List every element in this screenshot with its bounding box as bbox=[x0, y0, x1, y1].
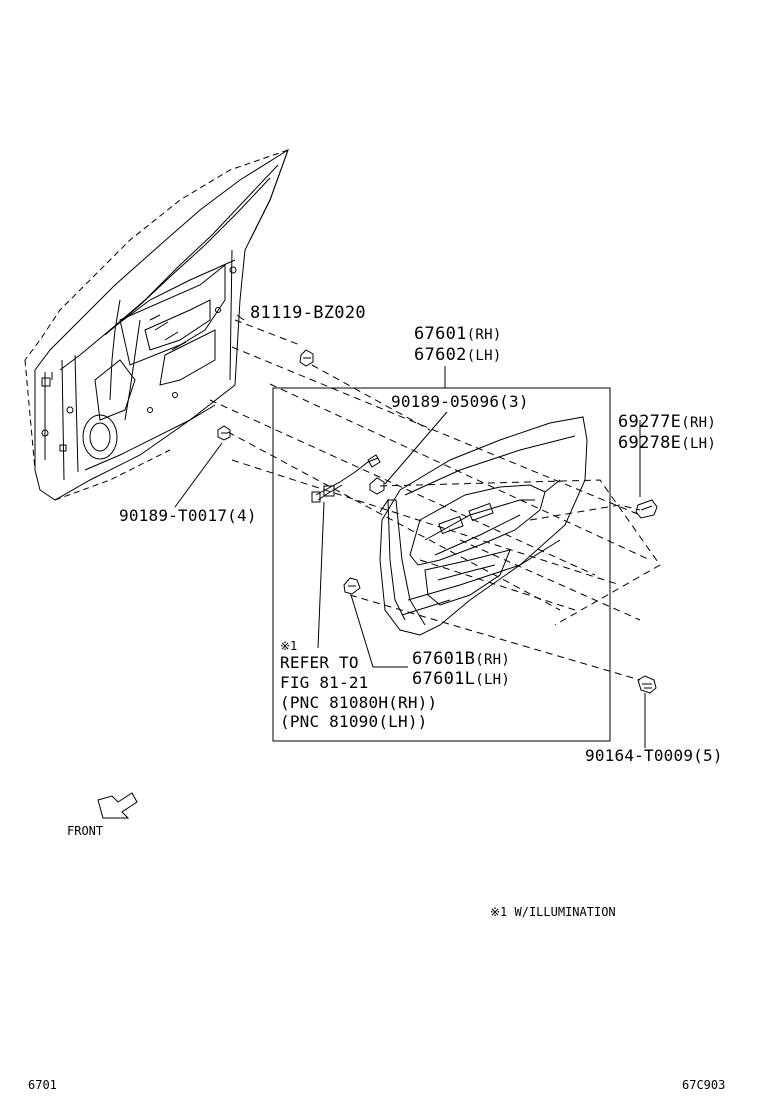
door-trim-board bbox=[379, 416, 588, 636]
detail-box bbox=[272, 387, 611, 742]
label-67601b-suffix: (RH) bbox=[475, 652, 511, 668]
leader-lines bbox=[174, 314, 646, 748]
label-67601-suffix: (RH) bbox=[466, 327, 502, 343]
pnc-rh-text: (PNC 81080H(RH)) bbox=[280, 693, 438, 712]
label-67602[interactable]: 67602(LH) bbox=[414, 347, 502, 364]
label-90189-05096[interactable]: 90189-05096(3) bbox=[391, 392, 529, 411]
front-arrow-icon bbox=[97, 792, 138, 819]
label-69278e[interactable]: 69278E(LH) bbox=[618, 435, 716, 452]
label-67601l-number: 67601L bbox=[412, 669, 476, 689]
label-67601l-suffix: (LH) bbox=[475, 672, 511, 688]
label-69278e-number: 69278E bbox=[618, 433, 682, 453]
label-69277e-number: 69277E bbox=[618, 412, 682, 432]
label-67601l[interactable]: 67601L(LH) bbox=[412, 671, 510, 688]
refer-to-text: REFER TO bbox=[280, 653, 359, 672]
label-69277e-suffix: (RH) bbox=[681, 415, 717, 431]
illumination-harness bbox=[311, 454, 381, 503]
label-67602-number: 67602 bbox=[414, 345, 467, 365]
illumination-note: ※1 W/ILLUMINATION bbox=[490, 905, 616, 919]
label-67602-suffix: (LH) bbox=[466, 348, 502, 364]
clip-90189-t0017-icon bbox=[217, 425, 231, 441]
label-67601b-number: 67601B bbox=[412, 649, 476, 669]
label-67601-number: 67601 bbox=[414, 324, 467, 344]
fig-reference-link[interactable]: FIG 81-21 bbox=[280, 673, 369, 692]
label-67601[interactable]: 67601(RH) bbox=[414, 326, 502, 343]
cap-69277e-icon bbox=[635, 499, 658, 519]
label-90164-t0009[interactable]: 90164-T0009(5) bbox=[585, 746, 723, 765]
front-label: FRONT bbox=[67, 824, 104, 838]
label-90189-t0017[interactable]: 90189-T0017(4) bbox=[119, 506, 257, 525]
door-outline-dashed bbox=[24, 149, 289, 501]
page-number-left: 6701 bbox=[28, 1078, 57, 1092]
door-frame bbox=[34, 148, 289, 501]
label-69278e-suffix: (LH) bbox=[681, 436, 717, 452]
label-69277e[interactable]: 69277E(RH) bbox=[618, 414, 716, 431]
projection-lines bbox=[209, 319, 661, 681]
screw-90164-icon bbox=[637, 675, 657, 694]
pnc-lh-text: (PNC 81090(LH)) bbox=[280, 712, 428, 731]
clip-90189-05096-icon bbox=[369, 477, 385, 495]
label-67601b[interactable]: 67601B(RH) bbox=[412, 651, 510, 668]
clip-67601b-icon bbox=[343, 577, 361, 595]
page-number-right: 67C903 bbox=[682, 1078, 726, 1092]
clip-81119-icon bbox=[299, 349, 314, 367]
label-81119-bz020[interactable]: 81119-BZ020 bbox=[250, 303, 366, 323]
note-mark: ※1 bbox=[280, 639, 298, 653]
